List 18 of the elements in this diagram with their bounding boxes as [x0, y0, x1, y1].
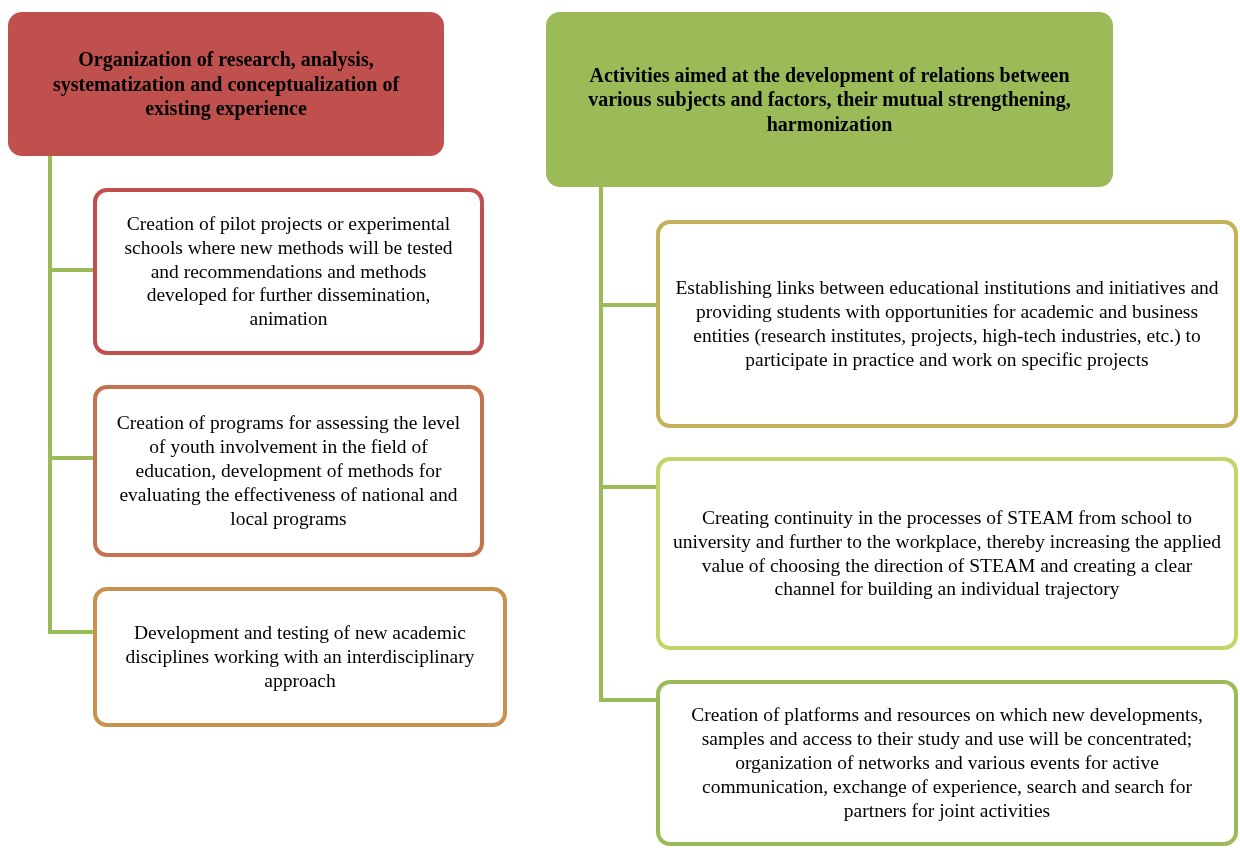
item-box: [656, 680, 1238, 846]
connector-line: [48, 156, 93, 634]
item-text: Creation of platforms and resources on which new developments, samples and access to their study and use will be concentrated; organization of networks and various events for active communication, exchange of experience, search and search for partners for joint activities: [690, 703, 1204, 823]
item-box: [656, 457, 1238, 650]
header-text: Organization of research, analysis, systematization and conceptualization of existing experience: [51, 47, 401, 121]
header-text: Activities aimed at the development of relations between various subjects and factors, their mutual strengthening, harmonization: [587, 62, 1072, 137]
item-box: [93, 587, 507, 727]
category-header-box: [8, 12, 444, 156]
category-header-box: [546, 12, 1113, 187]
item-text: Establishing links between educational institutions and initiatives and providing students with opportunities for academic and business entities (research institutes, projects, high-tech industries, etc.) to participate in practice and work on specific projects: [674, 276, 1220, 372]
item-text: Creation of pilot projects or experimental schools where new methods will be tested and recommendations and methods developed for further dissemination, animation: [123, 211, 454, 332]
item-box: [93, 188, 484, 355]
item-text: Creation of programs for assessing the level of youth involvement in the field of education, development of methods for evaluating the effectiveness of national and local programs: [115, 411, 462, 531]
connector-line: [599, 187, 656, 702]
item-box: [656, 220, 1238, 428]
item-box: [93, 385, 484, 557]
item-text: Development and testing of new academic disciplines working with an interdisciplinary approach: [124, 621, 476, 693]
item-text: Creating continuity in the processes of STEAM from school to university and further to the workplace, thereby increasing the applied value of choosing the direction of STEAM and creating a clear channel for building an individual trajectory: [672, 505, 1222, 602]
